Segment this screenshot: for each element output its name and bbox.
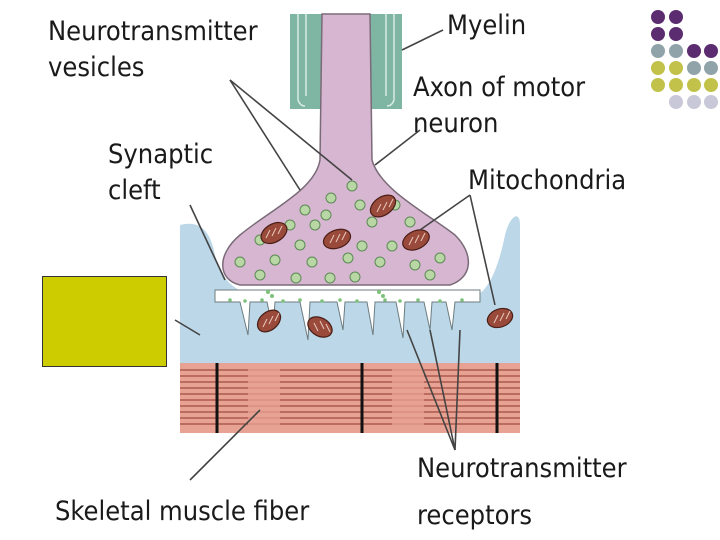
leader-lines: [174, 29, 496, 481]
decor-dot: [687, 78, 701, 92]
neurotransmitter-receptors: [228, 290, 464, 303]
decor-dot: [704, 95, 718, 109]
decor-dot: [669, 44, 683, 58]
decor-dot: [669, 10, 683, 24]
decor-dot: [669, 27, 683, 41]
decor-dot: [687, 95, 701, 109]
neurotransmitter-vesicles: [234, 180, 446, 284]
decor-dot: [669, 61, 683, 75]
decor-dot: [651, 27, 665, 41]
decor-dot: [704, 44, 718, 58]
label-neurotransmitter-vesicles-line2: vesicles: [48, 52, 144, 83]
label-mitochondria: Mitochondria: [468, 165, 626, 196]
label-receptors-line2: receptors: [417, 500, 532, 531]
label-axon-line1: Axon of motor: [413, 72, 585, 103]
decor-dot: [704, 61, 718, 75]
label-synaptic-cleft-line1: Synaptic: [108, 139, 213, 170]
axon-terminal: [222, 13, 470, 286]
decor-dot: [651, 61, 665, 75]
label-myelin: Myelin: [447, 10, 526, 41]
label-receptors-line1: Neurotransmitter: [417, 453, 627, 484]
yellow-label-cover: [42, 276, 167, 367]
decor-dot: [687, 44, 701, 58]
label-skeletal-muscle-fiber: Skeletal muscle fiber: [55, 496, 309, 527]
decor-dot: [704, 78, 718, 92]
decor-dot: [651, 10, 665, 24]
decor-dot: [687, 61, 701, 75]
decor-dot: [669, 78, 683, 92]
decor-dot: [651, 44, 665, 58]
label-neurotransmitter-vesicles-line1: Neurotransmitter: [48, 16, 258, 47]
skeletal-muscle-fiber: [180, 363, 520, 433]
synaptic-cleft: [214, 289, 481, 341]
label-axon-line2: neuron: [413, 108, 498, 139]
decor-dot: [651, 78, 665, 92]
label-synaptic-cleft-line2: cleft: [108, 175, 161, 206]
decor-dot: [669, 95, 683, 109]
